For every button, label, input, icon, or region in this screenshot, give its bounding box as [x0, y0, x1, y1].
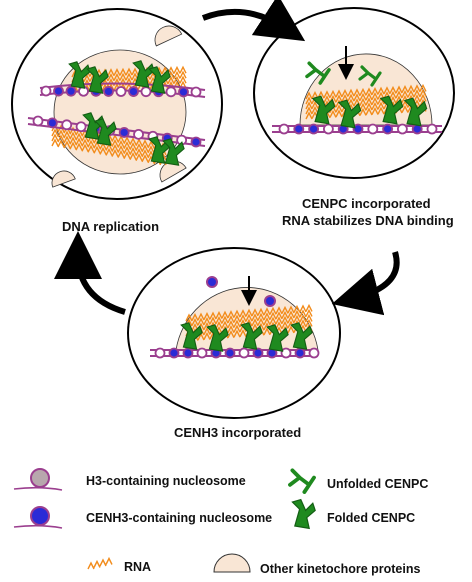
replication-circle: [11, 8, 223, 200]
cenpc-protein: [162, 138, 185, 166]
cenpc-protein: [379, 95, 404, 125]
cenpc-protein: [180, 322, 203, 350]
rna-strand: [51, 138, 167, 166]
cenh3-circle: [127, 247, 341, 419]
cenh3-nucleosome: [190, 136, 202, 148]
kinetochore-protein-shape: [154, 25, 183, 47]
legend-other-label: Other kinetochore proteins: [260, 562, 421, 576]
unfolded-cenpc: [288, 468, 316, 494]
h3-nucleosome: [140, 86, 152, 98]
legend-folded-label: Folded CENPC: [327, 511, 416, 525]
h3-nucleosome: [367, 123, 379, 135]
cenh3-nucleosome: [65, 85, 77, 97]
cenpc-protein: [337, 99, 362, 129]
cenpc-protein: [311, 95, 336, 125]
cenh3-nucleosome: [103, 86, 114, 97]
h3-nucleosome: [426, 123, 438, 135]
h3-nucleosome: [61, 119, 73, 131]
rna-strand: [185, 303, 313, 322]
cenh3-nucleosome: [252, 347, 264, 359]
cenpc-protein: [94, 118, 117, 146]
h3-nucleosome: [278, 123, 290, 135]
cenh3-nucleosome: [352, 123, 364, 135]
h3-nucleosome: [32, 115, 44, 127]
cenh3-nucleosome: [224, 347, 236, 359]
unfolded-cenpc: [305, 61, 331, 85]
cenh3-nucleosome: [178, 86, 189, 98]
h3-nucleosome: [75, 121, 87, 133]
cenpc-protein: [206, 324, 229, 352]
legend-h3-label: H3-containing nucleosome: [86, 474, 246, 488]
h3-nucleosome: [165, 86, 177, 98]
h3-nucleosome: [280, 347, 292, 359]
cycle-arrow: [201, 0, 306, 42]
cenh3-nucleosome: [53, 85, 64, 97]
cenpc-circle: [253, 7, 455, 179]
cenh3-nucleosome: [46, 117, 58, 129]
rna-strand: [87, 556, 113, 570]
cycle-arrow: [54, 231, 126, 315]
legend-rna-label: RNA: [124, 560, 152, 574]
cenpc-protein: [290, 322, 313, 350]
cenh3-nucleosome: [382, 123, 394, 135]
h3-nucleosome: [396, 123, 408, 135]
rna-strand: [185, 308, 313, 327]
legend-unfolded-label: Unfolded CENPC: [327, 477, 429, 491]
cenpc-protein: [148, 66, 171, 94]
cycle-arrow: [331, 251, 400, 316]
cenh3-nucleosome: [308, 123, 320, 135]
h3-nucleosome: [115, 86, 127, 97]
cenpc-protein: [132, 60, 155, 88]
label-cenpc-line1: CENPC incorporated: [302, 196, 431, 211]
legend-symbols: [13, 468, 316, 573]
cenpc-protein: [68, 61, 91, 89]
cenpc-protein: [240, 322, 263, 350]
cenh3-nucleosome: [293, 123, 305, 135]
cenh3-nucleosome: [168, 347, 180, 359]
label-cenh3-incorporated: CENH3 incorporated: [174, 425, 302, 440]
cenh3-nucleosome: [128, 86, 139, 97]
h3-nucleosome: [196, 347, 208, 359]
rna-strand: [305, 83, 427, 100]
cenh3-nucleosome: [206, 276, 218, 288]
h3-nucleosome: [40, 85, 52, 97]
h3-nucleosome: [322, 123, 334, 135]
folded-cenpc-icon: [291, 498, 316, 530]
cenh3-nucleosome: [264, 295, 276, 307]
cenpc-protein: [266, 324, 289, 352]
h3-nucleosome: [133, 128, 144, 140]
cenh3-nucleosome: [294, 347, 306, 359]
cenh3-nucleosome: [118, 127, 130, 138]
label-cenpc-line2: RNA stabilizes DNA binding: [282, 213, 454, 228]
cenpc-protein: [403, 97, 428, 127]
h3-nucleosome: [308, 347, 320, 359]
kinetochore-protein-shape: [51, 170, 76, 188]
unfolded-cenpc: [358, 65, 382, 87]
h3-nucleosome: [238, 347, 250, 359]
cenh3-nucleosome: [182, 347, 194, 359]
cenpc-protein: [86, 66, 109, 94]
h3-nucleosome: [190, 86, 202, 98]
label-dna-replication: DNA replication: [62, 219, 160, 234]
h3-nucleosome: [154, 347, 166, 359]
legend-cenh3-label: CENH3-containing nucleosome: [86, 511, 273, 525]
